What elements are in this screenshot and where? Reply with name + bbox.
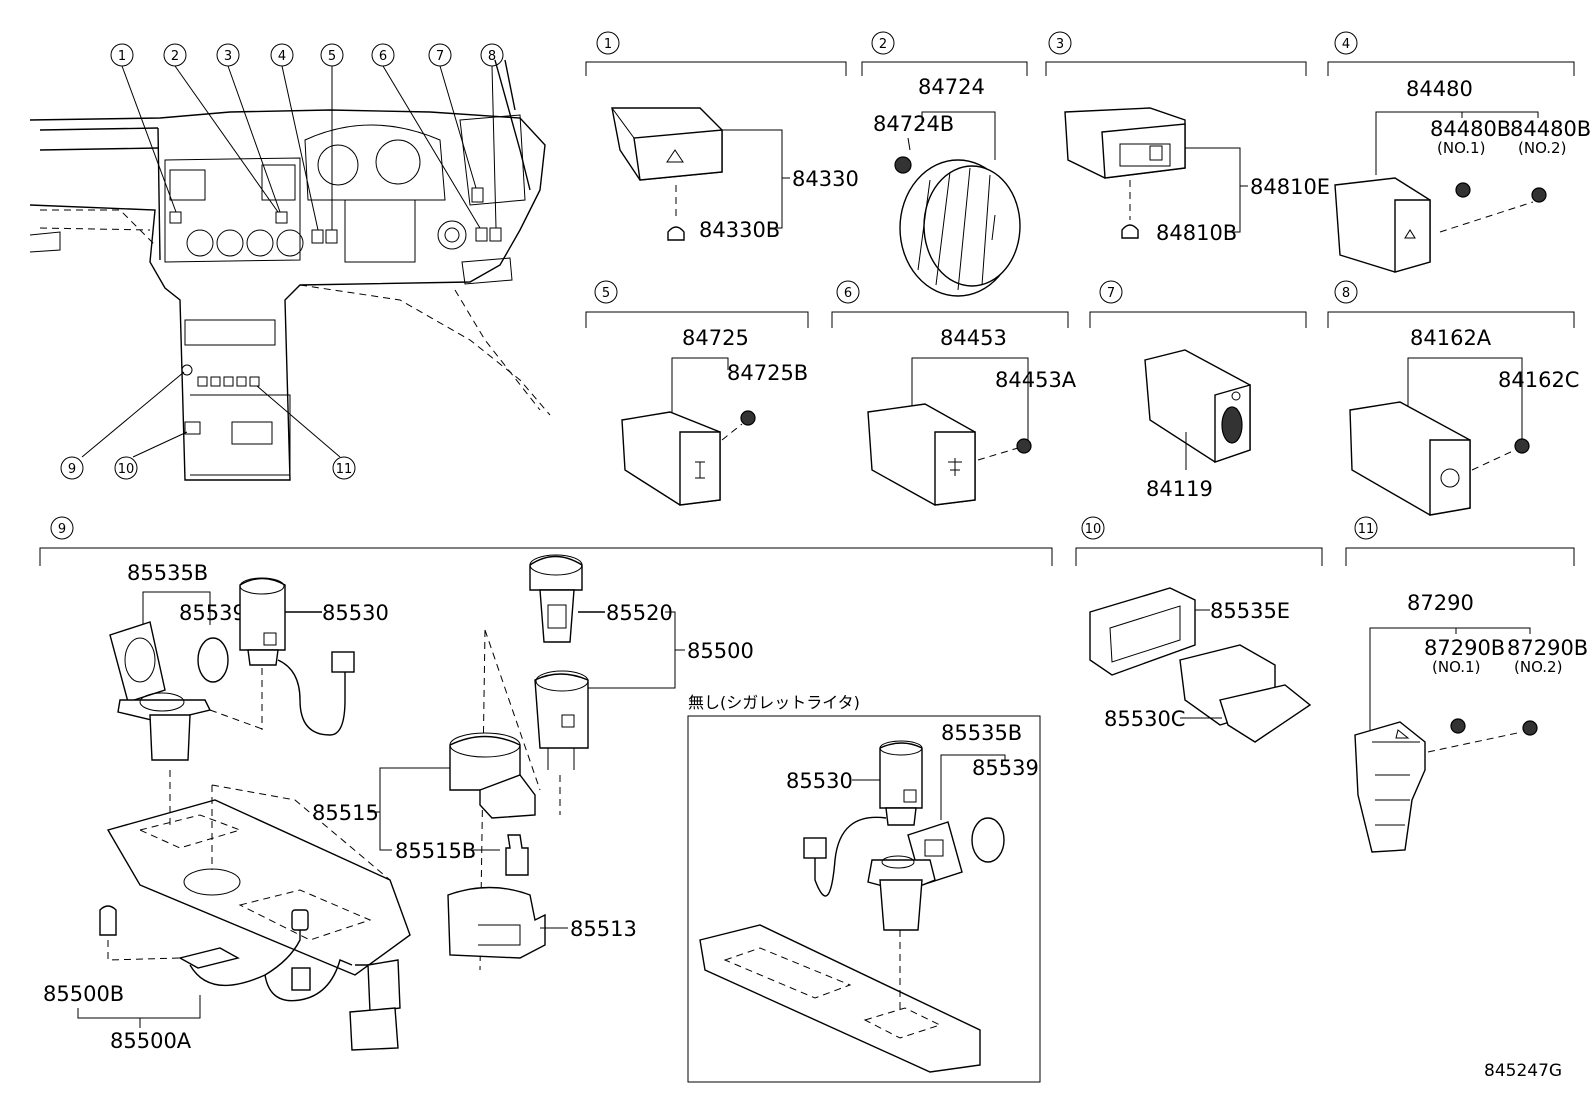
part-84330B: 84330B	[699, 218, 780, 242]
section-4-switch: 84480 84480B 84480B (NO.1) (NO.2)	[1334, 77, 1591, 273]
overview-callout-4: 4	[270, 43, 294, 67]
part-87290: 87290	[1407, 591, 1474, 615]
section-11-header: 11	[1345, 516, 1575, 566]
section-10-outlet: 85535E 85530C	[1089, 587, 1312, 743]
part-84810B: 84810B	[1156, 221, 1237, 245]
overview-callout-10: 10	[114, 456, 138, 480]
svg-text:4: 4	[1342, 37, 1350, 52]
section-6-switch: 84453 84453A	[867, 326, 1077, 506]
overview-callout-2: 2	[163, 43, 187, 67]
svg-text:2: 2	[879, 37, 887, 52]
svg-text:8: 8	[488, 49, 496, 64]
part-85515: 85515	[312, 801, 379, 825]
section-8-header: 8	[1327, 280, 1575, 328]
svg-text:9: 9	[58, 522, 66, 537]
inset-no-cigarette-lighter: 無し(シガレットライタ) 85530 85535B 85539	[687, 693, 1041, 1083]
part-84453A: 84453A	[995, 368, 1077, 392]
section-1-hazard-switch: 84330 84330B	[611, 107, 859, 242]
section-headers: 1 2 3 4 5 6 7 8 9 10 11	[39, 31, 1575, 566]
part-84162A: 84162A	[1410, 326, 1492, 350]
part-85513: 85513	[570, 917, 637, 941]
dashboard-overview: 1 2 3 4 5 6 7 8 9 10 11	[29, 43, 551, 481]
part-84724: 84724	[918, 75, 985, 99]
part-85515B: 85515B	[395, 839, 476, 863]
part-87290B-no2: 87290B	[1507, 636, 1588, 660]
part-85500A: 85500A	[110, 1029, 192, 1053]
note-no1-b: (NO.1)	[1432, 658, 1480, 676]
overview-callout-1: 1	[110, 43, 134, 67]
section-2-header: 2	[861, 31, 1028, 76]
part-85500: 85500	[687, 639, 754, 663]
part-84330: 84330	[792, 167, 859, 191]
svg-text:11: 11	[336, 462, 353, 477]
svg-text:4: 4	[278, 49, 286, 64]
part-85530: 85530	[322, 601, 389, 625]
figure-id: 845247G	[1484, 1061, 1562, 1081]
part-87290B-no1: 87290B	[1424, 636, 1505, 660]
note-no2-b: (NO.2)	[1514, 658, 1562, 676]
section-8-switch: 84162A 84162C	[1349, 326, 1579, 516]
section-7-dimmer: 84119	[1144, 349, 1251, 501]
part-84725B: 84725B	[727, 361, 808, 385]
svg-text:6: 6	[379, 49, 387, 64]
svg-text:5: 5	[602, 286, 610, 301]
svg-text:9: 9	[68, 462, 76, 477]
part-84162C: 84162C	[1498, 368, 1579, 392]
section-4-header: 4	[1327, 31, 1575, 76]
section-7-header: 7	[1089, 280, 1307, 328]
section-6-header: 6	[831, 280, 1069, 328]
inset-title: 無し(シガレットライタ)	[688, 693, 860, 712]
svg-text:10: 10	[118, 462, 135, 477]
part-85530C: 85530C	[1104, 707, 1185, 731]
part-84810E: 84810E	[1250, 175, 1330, 199]
part-84480B-no1: 84480B	[1430, 117, 1511, 141]
part-84725: 84725	[682, 326, 749, 350]
svg-text:5: 5	[328, 49, 336, 64]
section-2-rotary-knob: 84724 84724B	[873, 75, 1021, 297]
part-85535E: 85535E	[1210, 599, 1290, 623]
note-no1-a: (NO.1)	[1437, 139, 1485, 157]
overview-callout-5: 5	[320, 43, 344, 67]
section-1-header: 1	[585, 31, 847, 76]
svg-text:3: 3	[224, 49, 232, 64]
part-84480B-no2: 84480B	[1510, 117, 1591, 141]
overview-callout-3: 3	[216, 43, 240, 67]
svg-text:2: 2	[171, 49, 179, 64]
overview-callout-11: 11	[332, 456, 356, 480]
part-84453: 84453	[940, 326, 1007, 350]
part-84480: 84480	[1406, 77, 1473, 101]
svg-text:8: 8	[1342, 286, 1350, 301]
part-85520: 85520	[606, 601, 673, 625]
note-no2-a: (NO.2)	[1518, 139, 1566, 157]
svg-text:7: 7	[436, 49, 444, 64]
section-9-header: 9	[39, 516, 1053, 566]
part-85535B: 85535B	[127, 561, 208, 585]
overview-callout-6: 6	[371, 43, 395, 67]
svg-text:3: 3	[1056, 37, 1064, 52]
svg-text:11: 11	[1358, 522, 1375, 537]
overview-callout-7: 7	[428, 43, 452, 67]
section-10-header: 10	[1075, 516, 1323, 566]
overview-callout-8: 8	[480, 43, 504, 67]
section-9-power-outlet: 85535B 85539 85530	[43, 554, 754, 1053]
overview-callout-9: 9	[60, 456, 84, 480]
part-84119: 84119	[1146, 477, 1213, 501]
svg-text:1: 1	[604, 37, 612, 52]
svg-text:1: 1	[118, 49, 126, 64]
section-5-header: 5	[585, 280, 809, 328]
svg-text:6: 6	[844, 286, 852, 301]
part-85539: 85539	[179, 601, 246, 625]
part-84724B: 84724B	[873, 112, 954, 136]
part-85500B: 85500B	[43, 982, 124, 1006]
svg-text:10: 10	[1085, 522, 1102, 537]
section-3-switch: 84810E 84810B	[1064, 107, 1330, 245]
section-5-switch: 84725 84725B	[621, 326, 808, 506]
section-3-header: 3	[1045, 31, 1307, 76]
inset-part-85535B: 85535B	[941, 721, 1022, 745]
inset-part-85530: 85530	[786, 769, 853, 793]
svg-text:7: 7	[1107, 286, 1115, 301]
section-11-switch: 87290 87290B 87290B (NO.1) (NO.2)	[1354, 591, 1588, 853]
